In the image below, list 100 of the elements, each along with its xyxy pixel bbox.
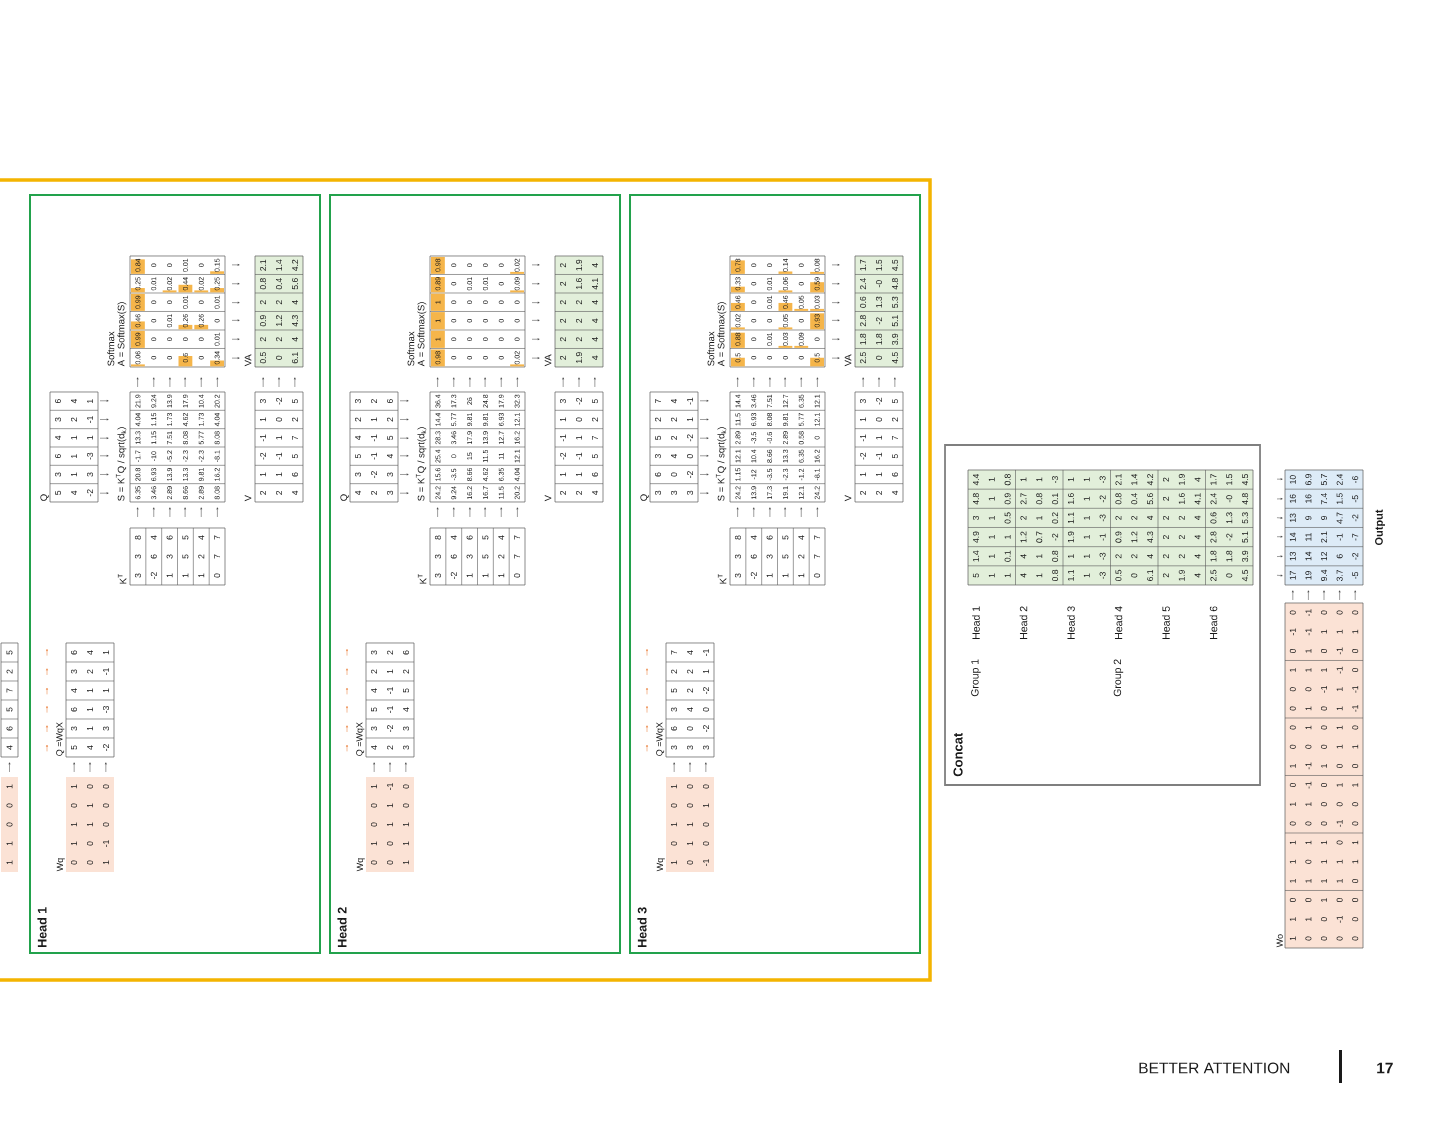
matrix-cell: 1: [1083, 477, 1090, 482]
matrix-cell: 3: [403, 745, 409, 750]
matrix-cell: 5: [782, 554, 789, 559]
arrow: [136, 377, 139, 388]
matrix-cell: 6: [655, 472, 661, 477]
matrix-cell: 2: [198, 554, 205, 559]
matrix-cell: 0.8: [1052, 550, 1059, 562]
matrix-cell: 0: [276, 417, 282, 422]
matrix-cell: 4.5: [892, 259, 898, 271]
arrow: [593, 377, 596, 388]
matrix-cell: 2: [798, 554, 805, 559]
matrix-cell: 0: [671, 841, 677, 846]
matrix-cell: 6: [292, 472, 298, 477]
matrix-cell: 1: [403, 860, 409, 865]
arrow: [831, 301, 840, 304]
arrow: [646, 725, 648, 733]
matrix-cell: -1: [103, 668, 109, 675]
matrix-cell: 4.2: [292, 259, 298, 271]
arrow: [784, 507, 786, 518]
matrix-cell: 0: [1321, 821, 1327, 826]
matrix-cell: 0: [1289, 706, 1296, 711]
matrix-cell: -2: [387, 725, 393, 732]
matrix-cell: 1: [87, 688, 93, 693]
matrix-cell: 2: [560, 281, 566, 286]
arrow: [89, 762, 91, 773]
page-number: 17: [1377, 1062, 1393, 1074]
matrix-cell: 1: [1289, 859, 1296, 864]
arrow: [500, 377, 503, 388]
matrix-cell: 3: [655, 490, 661, 495]
matrix-cell: 1: [988, 477, 995, 482]
matrix-cell: 4.7: [1336, 512, 1343, 524]
matrix-cell: 2.8: [1210, 531, 1217, 543]
matrix-cell: 1: [560, 417, 566, 422]
matrix-cell: 0.8: [1052, 569, 1059, 581]
matrix-cell: 0.5: [1115, 569, 1122, 581]
matrix-cell: 0: [1321, 706, 1327, 711]
matrix-cell: 9: [1321, 515, 1327, 520]
arrow: [399, 454, 409, 457]
matrix-cell: -1: [560, 434, 566, 442]
arrow: [46, 649, 48, 656]
matrix-cell: 4: [671, 454, 677, 459]
arrow: [646, 706, 648, 713]
matrix-cell: 0: [87, 860, 93, 865]
arrow: [169, 507, 171, 518]
matrix-cell: 1: [576, 472, 582, 477]
matrix-cell: -3: [1099, 552, 1106, 560]
arrow: [800, 507, 803, 518]
matrix-cell: 1: [687, 841, 693, 846]
matrix-cell: 2: [260, 337, 266, 342]
matrix-cell: 6: [671, 726, 677, 731]
matrix-cell: 0.7: [1036, 531, 1043, 543]
matrix-cell: 5.7: [1321, 474, 1327, 486]
matrix-cell: 6: [55, 454, 61, 459]
matrix-cell: 2: [387, 745, 393, 750]
matrix-cell: 0: [1131, 573, 1138, 578]
matrix-cell: 3.7: [1336, 569, 1343, 581]
matrix-cell: 3: [387, 490, 393, 495]
matrix-cell: -1: [1099, 533, 1106, 541]
matrix-cell: 6: [6, 726, 13, 731]
matrix-cell: 0: [876, 355, 882, 360]
matrix-cell: 4.8: [972, 493, 979, 505]
matrix-cell: 1.2: [276, 315, 282, 326]
matrix-cell: 1: [766, 573, 773, 578]
matrix-cell: -1: [1305, 781, 1312, 789]
matrix-cell: 1: [1083, 515, 1090, 520]
matrix-cell: 1: [876, 435, 882, 440]
matrix-cell: 2: [1162, 554, 1169, 559]
arrow: [1354, 590, 1357, 601]
matrix-cell: 5: [292, 454, 298, 459]
matrix-cell: 1: [1352, 840, 1359, 845]
matrix-cell: 5: [182, 535, 189, 540]
arrow: [231, 338, 240, 341]
matrix-cell: 4: [355, 435, 361, 440]
arrow: [200, 507, 203, 518]
matrix-cell: -1: [1352, 685, 1359, 693]
matrix-cell: 1: [687, 417, 693, 422]
matrix-cell: -1: [1305, 762, 1312, 770]
matrix-cell: 1.4: [1131, 473, 1138, 485]
matrix-cell: 1: [1321, 763, 1327, 768]
matrix-cell: 0: [1336, 802, 1343, 807]
arrow: [231, 301, 240, 304]
matrix-cell: 1: [6, 841, 13, 846]
matrix-cell: 6: [55, 399, 61, 404]
matrix-cell: 0.9: [1115, 531, 1122, 543]
matrix-cell: 1: [1305, 840, 1312, 845]
arrow: [1276, 535, 1283, 538]
arrow: [831, 264, 840, 266]
arrow: [784, 377, 786, 388]
matrix-cell: 7: [292, 435, 298, 440]
matrix-cell: 0: [1352, 610, 1359, 615]
matrix-label: V: [844, 495, 852, 502]
arrow: [646, 687, 648, 695]
matrix-cell: 0: [1289, 744, 1296, 749]
matrix-cell: 2: [6, 669, 13, 674]
matrix-cell: 1: [1289, 802, 1296, 806]
matrix-cell: -1: [1352, 705, 1359, 712]
matrix-cell: -2: [1099, 495, 1106, 503]
matrix-cell: 5: [482, 554, 489, 559]
matrix-cell: 4: [750, 535, 757, 540]
matrix-cell: -5: [1352, 495, 1359, 503]
